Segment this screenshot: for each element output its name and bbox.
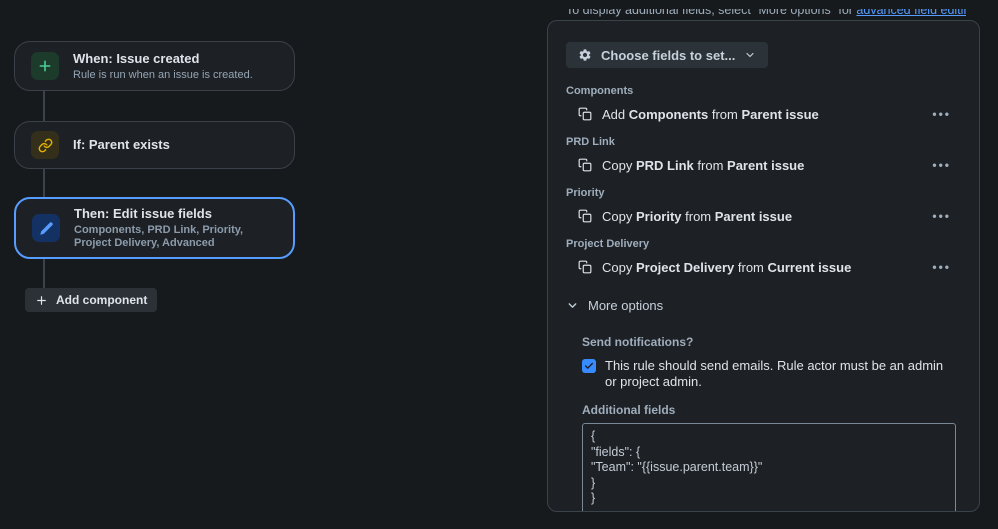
additional-fields-label: Additional fields	[582, 403, 676, 417]
chevron-down-icon	[744, 49, 756, 61]
intro-prefix: To display additional fields, select “Mo…	[566, 9, 857, 17]
connector-line	[43, 169, 45, 197]
intro-text-clipped: To display additional fields, select “Mo…	[566, 9, 966, 21]
connector-line	[43, 259, 45, 288]
trigger-title: When: Issue created	[73, 50, 200, 66]
add-component-label: Add component	[56, 293, 148, 307]
field-group-label: Components	[566, 85, 634, 97]
condition-title: If: Parent exists	[73, 137, 170, 152]
trigger-subtitle: Rule is run when an issue is created.	[73, 68, 253, 81]
field-row-project-delivery[interactable]: Copy Project Delivery from Current issue…	[566, 257, 955, 277]
more-menu-button[interactable]: •••	[928, 158, 955, 172]
copy-icon	[578, 107, 592, 121]
send-emails-checkbox-row[interactable]: This rule should send emails. Rule actor…	[582, 358, 955, 390]
action-title: Then: Edit issue fields	[74, 206, 212, 221]
copy-icon	[578, 209, 592, 223]
choose-fields-label: Choose fields to set...	[601, 47, 736, 63]
field-row-summary: Copy Project Delivery from Current issue	[602, 259, 852, 275]
more-menu-button[interactable]: •••	[928, 209, 955, 223]
edit-issue-fields-panel: Choose fields to set... Components Add C…	[547, 20, 980, 512]
field-row-components[interactable]: Add Components from Parent issue •••	[566, 104, 955, 124]
field-group-label: PRD Link	[566, 136, 615, 148]
rule-card-condition[interactable]: If: Parent exists	[14, 121, 295, 169]
more-options-label: More options	[588, 298, 664, 313]
copy-icon	[578, 260, 592, 274]
field-row-priority[interactable]: Copy Priority from Parent issue •••	[566, 206, 955, 226]
pencil-icon	[32, 214, 60, 242]
plus-icon	[31, 52, 59, 80]
advanced-field-editing-link[interactable]: advanced field editing	[856, 9, 966, 17]
choose-fields-button[interactable]: Choose fields to set...	[566, 42, 769, 68]
field-row-summary: Add Components from Parent issue	[602, 106, 819, 122]
more-menu-button[interactable]: •••	[928, 107, 955, 121]
action-subtitle: Components, PRD Link, Priority, Project …	[74, 224, 244, 249]
more-menu-button[interactable]: •••	[928, 260, 955, 274]
field-row-summary: Copy Priority from Parent issue	[602, 208, 793, 224]
plus-icon	[35, 294, 48, 307]
additional-fields-textarea[interactable]: { "fields": { "Team": "{{issue.parent.te…	[582, 423, 956, 511]
checkbox-checked-icon[interactable]	[582, 359, 596, 373]
connector-line	[43, 91, 45, 121]
field-row-prd-link[interactable]: Copy PRD Link from Parent issue •••	[566, 155, 955, 175]
link-icon	[31, 131, 59, 159]
field-group-label: Project Delivery	[566, 238, 650, 250]
add-component-button[interactable]: Add component	[25, 288, 158, 312]
more-options-toggle[interactable]: More options	[566, 298, 663, 313]
rule-card-action-selected[interactable]: Then: Edit issue fields Components, PRD …	[14, 197, 295, 259]
field-row-summary: Copy PRD Link from Parent issue	[602, 157, 805, 173]
chevron-down-icon	[566, 299, 579, 312]
send-emails-checkbox-label: This rule should send emails. Rule actor…	[605, 358, 944, 389]
copy-icon	[578, 158, 592, 172]
field-group-label: Priority	[566, 187, 605, 199]
send-notifications-label: Send notifications?	[582, 335, 694, 349]
gear-icon	[578, 48, 592, 62]
rule-card-trigger[interactable]: When: Issue created Rule is run when an …	[14, 41, 295, 91]
